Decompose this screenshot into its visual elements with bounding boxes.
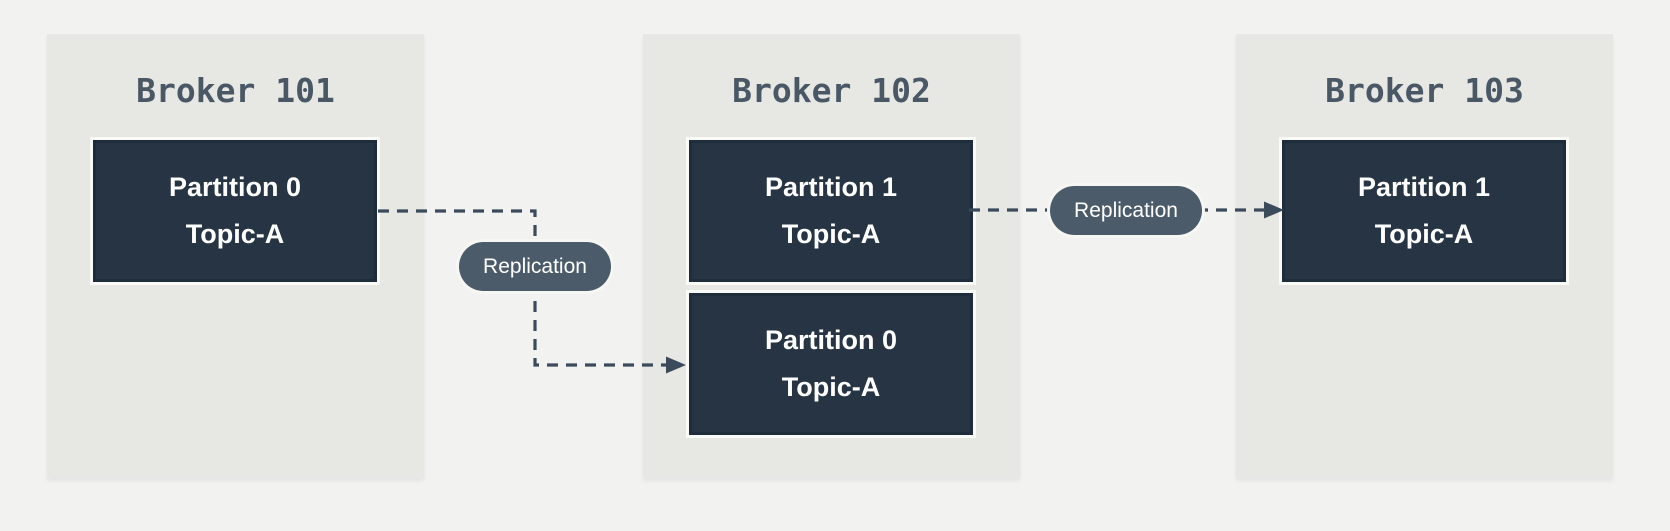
broker-101-title: Broker 101 — [136, 71, 335, 110]
replication-label-pill-1: Replication — [459, 242, 611, 291]
partition-label: Partition 1 — [764, 172, 898, 202]
broker-102-title: Broker 102 — [732, 71, 931, 110]
broker-102-panel: Broker 102 Partition 1 Topic-A Partition… — [643, 34, 1020, 478]
partition-box-broker102-partition1: Partition 1 Topic-A — [689, 140, 973, 282]
topic-label: Topic-A — [781, 219, 881, 249]
partition-label: Partition 1 — [1357, 172, 1491, 202]
partition-box-broker101-partition0: Partition 0 Topic-A — [93, 140, 377, 282]
replication-arrow-101-to-102 — [378, 209, 686, 374]
partition-box-broker103-partition1: Partition 1 Topic-A — [1282, 140, 1566, 282]
partition-label: Partition 0 — [168, 172, 302, 202]
replication-label-text: Replication — [1074, 198, 1178, 222]
replication-label-pill-2: Replication — [1050, 186, 1202, 235]
broker-101-panel: Broker 101 Partition 0 Topic-A — [47, 34, 424, 478]
topic-label: Topic-A — [781, 372, 881, 402]
broker-103-title: Broker 103 — [1325, 71, 1524, 110]
replication-label-text: Replication — [483, 254, 587, 278]
topic-label: Topic-A — [1374, 219, 1474, 249]
broker-103-panel: Broker 103 Partition 1 Topic-A — [1236, 34, 1613, 478]
partition-label: Partition 0 — [764, 325, 898, 355]
topic-label: Topic-A — [185, 219, 285, 249]
partition-box-broker102-partition0: Partition 0 Topic-A — [689, 293, 973, 435]
